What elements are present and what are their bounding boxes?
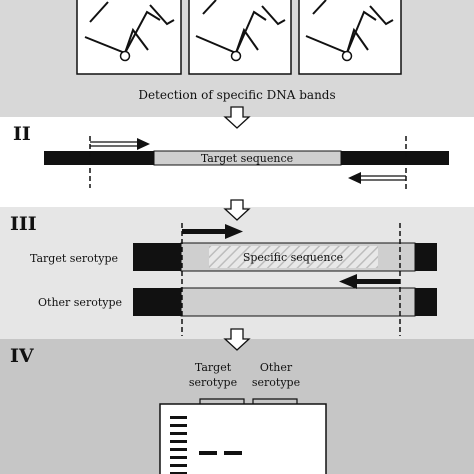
down-arrow-icon (223, 328, 251, 351)
panel-iii-numeral: III (10, 213, 37, 235)
down-arrow-icon (223, 199, 251, 221)
lane-other-label-line2: serotype (252, 376, 300, 389)
panel-ii-numeral: II (13, 123, 31, 145)
panel-iv-numeral: IV (10, 345, 35, 367)
band-trace-icon (84, 1, 175, 62)
other-serotype-strand (133, 287, 437, 317)
panel-iii-background (0, 207, 474, 339)
band-trace-thumbnail-2 (188, 0, 292, 75)
target-lane-band-2 (224, 451, 242, 455)
lane-target-label-line2: serotype (189, 376, 237, 389)
band-trace-icon (195, 0, 286, 62)
specific-sequence-label: Specific sequence (243, 251, 343, 264)
band-trace-thumbnail-1 (76, 0, 182, 75)
target-serotype-label: Target serotype (30, 252, 118, 265)
panel-ii-dna-strand (44, 150, 449, 166)
down-arrow-icon (223, 106, 251, 129)
specific-sequence-region (209, 246, 378, 268)
gel-image (159, 403, 327, 474)
lane-other-label-line1: Other (260, 361, 293, 374)
other-serotype-label: Other serotype (38, 296, 122, 309)
left-flank (44, 151, 154, 165)
reverse-primer-arrow (348, 172, 406, 184)
lane-other-bracket (252, 398, 298, 404)
gel-frame (159, 403, 327, 474)
target-sequence-label: Target sequence (201, 152, 293, 165)
lane-target-label-line1: Target (195, 361, 232, 374)
dna-ladder (170, 416, 187, 474)
specific-reverse-primer-arrow (339, 274, 400, 289)
specific-forward-primer-arrow (182, 224, 243, 239)
band-trace-icon (305, 0, 394, 62)
right-flank (341, 151, 449, 165)
forward-primer-arrow (90, 138, 150, 150)
panel-i-caption: Detection of specific DNA bands (138, 88, 335, 102)
target-lane-band-1 (199, 451, 217, 455)
band-trace-thumbnail-3 (298, 0, 402, 75)
lane-target-bracket (199, 398, 245, 404)
